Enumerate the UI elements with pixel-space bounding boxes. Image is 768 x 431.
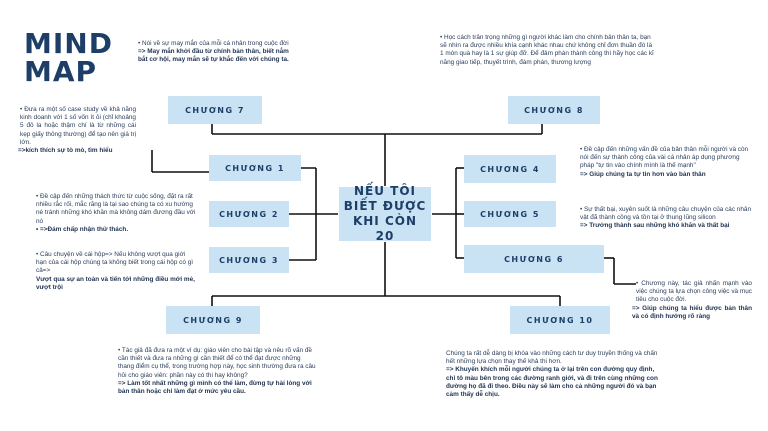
chapter-3-note-body: Câu chuyện về cái hộp=> Nếu không vượt q… (36, 251, 196, 276)
chapter-4-note-body: Đề cập đến những vấn đề của bản thân mỗi… (580, 146, 752, 171)
chapter-9-note: Tác giả đã đưa ra một ví dụ: giáo viên c… (118, 347, 318, 396)
title-line-1: MIND (24, 27, 113, 60)
chapter-2-note: Đề cập đến những thách thức từ cuộc sống… (36, 193, 196, 234)
chapter-8-note: Học cách trân trọng những gì người khác … (440, 34, 654, 67)
chapter-4-note-conclusion: => Giúp chúng ta tự tin hơn vào bản thân (580, 170, 706, 178)
chapter-3-note: Câu chuyện về cái hộp=> Nếu không vượt q… (36, 251, 196, 292)
chapter-6-note: Chương này, tác giả nhấn mạnh vào việc c… (632, 280, 752, 321)
title-line-2: MAP (24, 55, 98, 88)
chapter-9-note-conclusion: => Làm tốt nhất những gì mình có thể làm… (118, 379, 312, 396)
chapter-5-note-conclusion: => Trưởng thành sau những khó khăn và th… (580, 222, 730, 230)
chapter-2-box: CHƯƠNG 2 (209, 201, 289, 227)
chapter-4-box: CHƯƠNG 4 (464, 155, 556, 183)
chapter-10-note-conclusion: => Khuyến khích mỗi người chúng ta ở lại… (446, 366, 658, 399)
chapter-9-box: CHƯƠNG 9 (166, 306, 260, 334)
chapter-1-box: CHƯƠNG 1 (209, 155, 301, 181)
chapter-10-note: Chúng ta rất dễ dàng bị khóa vào những c… (446, 350, 658, 399)
chapter-7-box: CHƯƠNG 7 (168, 96, 262, 124)
mind-map-title: MIND MAP (24, 30, 113, 86)
chapter-2-note-conclusion: =>Đám chấp nhận thử thách. (36, 226, 196, 234)
chapter-10-box: CHƯƠNG 10 (510, 306, 610, 334)
chapter-5-box: CHƯƠNG 5 (464, 201, 556, 227)
central-topic: NẾU TÔI BIẾT ĐƯỢC KHI CÒN 20 (338, 184, 432, 243)
chapter-7-note: Nói về sự may mắn của mỗi cá nhân trong … (138, 40, 298, 65)
chapter-7-note-body: Nói về sự may mắn của mỗi cá nhân trong … (138, 40, 298, 48)
chapter-3-note-conclusion: Vượt qua sự an toàn và tiến tới những đi… (36, 275, 195, 291)
chapter-3-box: CHƯƠNG 3 (209, 247, 289, 273)
chapter-6-note-body: Chương này, tác giả nhấn mạnh vào việc c… (636, 280, 752, 305)
chapter-10-note-body: Chúng ta rất dễ dàng bị khóa vào những c… (446, 350, 658, 366)
chapter-2-note-body: Đề cập đến những thách thức từ cuộc sống… (36, 193, 196, 226)
chapter-6-note-conclusion: => Giúp chúng ta hiểu được bản thân và c… (632, 304, 752, 320)
chapter-7-note-conclusion: => May mắn khởi đầu từ chính bản thân, b… (138, 48, 289, 64)
chapter-1-note: Đưa ra một số case study về khả năng kin… (18, 106, 136, 155)
chapter-4-note: Đề cập đến những vấn đề của bản thân mỗi… (580, 146, 752, 179)
chapter-5-note: Sự thất bại, xuyên suốt là những câu chu… (580, 206, 756, 231)
chapter-1-note-conclusion: =>kích thích sự tò mò, tìm hiểu (18, 147, 113, 155)
chapter-6-box: CHƯƠNG 6 (464, 245, 604, 273)
chapter-8-note-body: Học cách trân trọng những gì người khác … (440, 34, 654, 67)
chapter-9-note-body: Tác giả đã đưa ra một ví dụ: giáo viên c… (118, 347, 318, 380)
chapter-1-note-body: Đưa ra một số case study về khả năng kin… (20, 106, 136, 147)
chapter-5-note-body: Sự thất bại, xuyên suốt là những câu chu… (580, 206, 756, 222)
chapter-8-box: CHƯƠNG 8 (508, 96, 600, 124)
